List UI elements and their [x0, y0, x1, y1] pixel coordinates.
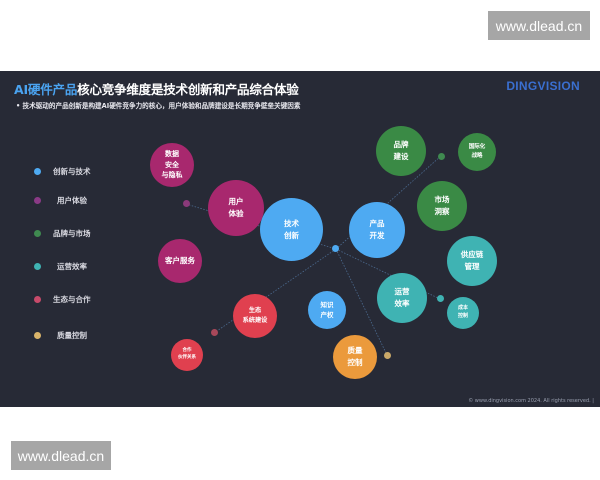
brand-logo: DINGVISION: [506, 79, 580, 93]
slide-panel: AI硬件产品核心竞争维度是技术创新和产品综合体验 DINGVISION • 技术…: [0, 71, 600, 407]
legend-item-tech: 创新与技术: [34, 166, 91, 177]
bubble-data-security: 数据 安全 与隐私: [150, 143, 194, 187]
bubble-ops-efficiency: 运营 效率: [377, 273, 427, 323]
legend-item-ops: 运营效率: [34, 261, 87, 272]
title-rest: 核心竞争维度是技术创新和产品综合体验: [77, 82, 299, 97]
node-dot-center: [332, 245, 339, 252]
legend-dot-icon: [34, 263, 41, 270]
legend-item-eco: 生态与合作: [34, 294, 91, 305]
legend-item-brand: 品牌与市场: [34, 228, 91, 239]
bubble-brand-building: 品牌 建设: [376, 126, 426, 176]
legend-label: 创新与技术: [53, 167, 91, 176]
legend-label: 用户体验: [57, 196, 87, 205]
watermark-top: www.dlead.cn: [488, 11, 590, 40]
title-accent: AI硬件产品: [14, 82, 78, 97]
copyright-footer: © www.dingvision.com 2024. All rights re…: [468, 398, 594, 404]
bubble-cost-control: 成本 控制: [447, 297, 479, 329]
legend-dot-icon: [34, 197, 41, 204]
legend-label: 质量控制: [57, 331, 87, 340]
bubble-customer-service: 客户服务: [158, 239, 202, 283]
bubble-tech-innovation: 技术 创新: [260, 198, 323, 261]
bubble-supply-chain: 供应链 管理: [447, 236, 497, 286]
slide-title: AI硬件产品核心竞争维度是技术创新和产品综合体验: [14, 79, 299, 98]
bubble-ip: 知识 产权: [308, 291, 346, 329]
bubble-quality-control: 质量 控制: [333, 335, 377, 379]
bubble-user-experience: 用户 体验: [208, 180, 264, 236]
watermark-bottom: www.dlead.cn: [11, 441, 111, 470]
bubble-eco-building: 生态 系统建设: [233, 294, 277, 338]
legend-dot-icon: [34, 230, 41, 237]
legend-label: 品牌与市场: [53, 229, 91, 238]
legend-label: 运营效率: [57, 262, 87, 271]
legend-item-quality: 质量控制: [34, 330, 87, 341]
slide-subtitle: • 技术驱动的产品创新是构建AI硬件竞争力的核心，用户体验和品牌建设是长期竞争壁…: [16, 102, 301, 110]
node-dot-eco: [211, 329, 218, 336]
legend-item-user: 用户体验: [34, 195, 87, 206]
bubble-internationalization: 国际化 战略: [458, 133, 496, 171]
legend-dot-icon: [34, 332, 41, 339]
bubble-market-insight: 市场 洞察: [417, 181, 467, 231]
node-dot-user: [183, 200, 190, 207]
legend-dot-icon: [34, 296, 41, 303]
legend-label: 生态与合作: [53, 295, 91, 304]
node-dot-brand: [438, 153, 445, 160]
bubble-partnership: 合作 伙伴关系: [171, 339, 203, 371]
node-dot-quality: [384, 352, 391, 359]
node-dot-ops: [437, 295, 444, 302]
legend-dot-icon: [34, 168, 41, 175]
bubble-product-dev: 产品 开发: [349, 202, 405, 258]
